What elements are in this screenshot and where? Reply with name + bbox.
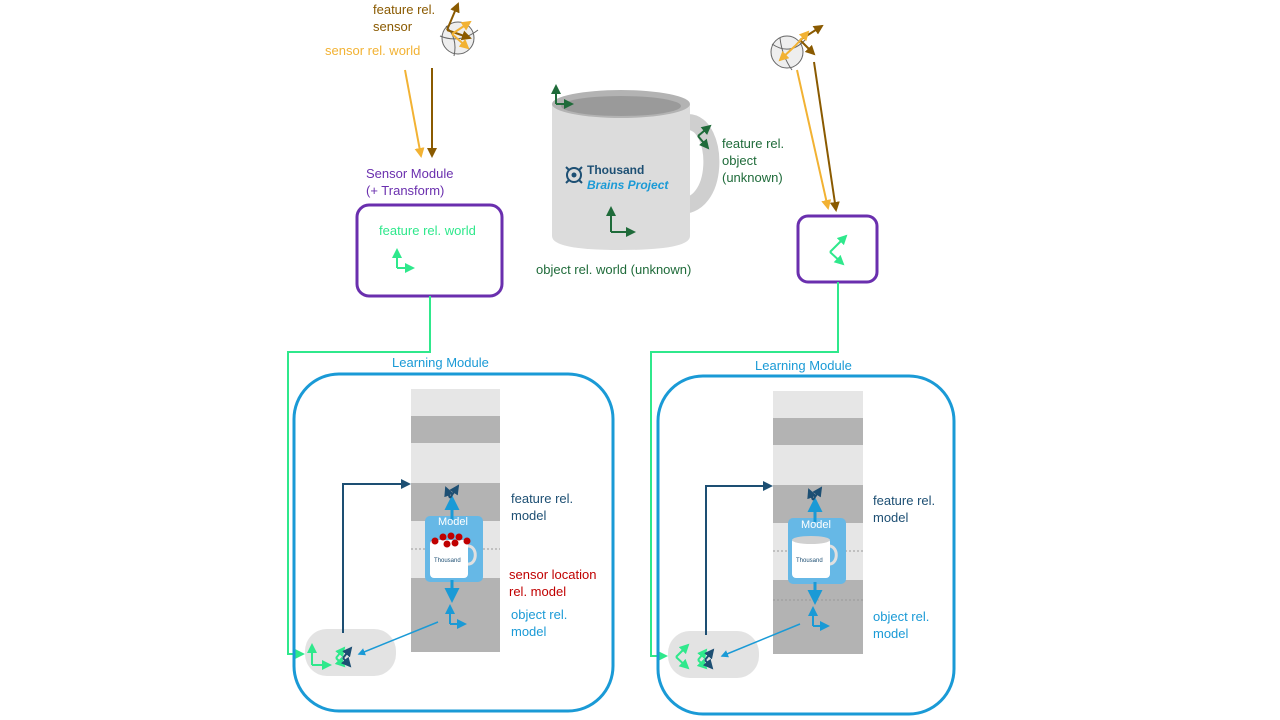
pill-to-column-connector-left <box>342 479 411 633</box>
object-rel-model-frame-left-icon <box>445 604 467 629</box>
tbp-logo-icon <box>565 166 583 184</box>
object-rel-world-label: object rel. world (unknown) <box>536 262 692 277</box>
pill-to-column-connector-right <box>705 481 773 635</box>
learning-module-left-title: Learning Module <box>392 355 489 370</box>
sensor-module-right-box <box>796 214 879 284</box>
object-rel-model-label-right: object rel. model <box>873 609 930 641</box>
sensor-module-left-box <box>355 203 504 298</box>
sensor-location-points <box>431 532 471 548</box>
sensor-location-rel-model-label: sensor location rel. model <box>509 567 597 599</box>
feature-rel-world-label: feature rel. world <box>379 223 476 238</box>
sm-to-lm-connector-right <box>650 282 839 661</box>
feature-rel-sensor-arrow-right <box>813 61 840 212</box>
learning-module-right-title: Learning Module <box>755 358 852 373</box>
model-mug-right-icon: Thousand <box>792 536 838 578</box>
sensor-globe-right <box>770 24 824 71</box>
svg-text:Thousand: Thousand <box>796 558 823 564</box>
pose-pill-left <box>305 629 396 676</box>
object-to-pill-arrow-left <box>357 621 439 656</box>
object-rel-model-label-left: object rel. model <box>511 607 568 639</box>
pill-frames-left-icon <box>307 643 353 670</box>
feature-rel-object-label: feature rel. object (unknown) <box>722 136 785 185</box>
feature-rel-model-frame-left-icon <box>444 484 460 499</box>
feature-rel-world-frame-icon <box>392 248 415 273</box>
mug-brand-line2: Brains Project <box>587 178 669 192</box>
feature-frame-right-icon <box>829 234 848 266</box>
sensor-rel-world-arrow-right <box>796 69 832 210</box>
pose-pill-right <box>668 631 759 678</box>
pill-frames-right-icon <box>675 643 715 670</box>
learning-module-right-box <box>656 374 956 716</box>
svg-text:Thousand: Thousand <box>434 558 461 564</box>
object-rel-world-frame-icon <box>606 206 636 237</box>
sensor-rel-world-arrow-left <box>404 69 425 158</box>
feature-rel-sensor-label-left: feature rel. sensor <box>373 2 436 34</box>
feature-rel-model-label-right: feature rel. model <box>873 493 936 525</box>
sm-to-lm-connector-left <box>287 296 431 659</box>
object-rel-model-frame-right-icon <box>808 606 830 631</box>
learning-module-left-box <box>292 372 615 713</box>
feature-rel-model-frame-right-icon <box>807 486 823 501</box>
sensor-globe-left <box>439 2 479 57</box>
feature-rel-model-label-left: feature rel. model <box>511 491 574 523</box>
object-to-pill-arrow-right <box>720 623 801 658</box>
model-label-left: Model <box>438 516 468 528</box>
mug-brand-line1: Thousand <box>587 163 644 177</box>
model-mug-left-icon: Thousand <box>430 540 477 578</box>
model-label-right: Model <box>801 519 831 531</box>
sensor-module-title: Sensor Module (+ Transform) <box>366 166 454 198</box>
mug-handle-frame-icon <box>697 124 712 150</box>
mug-illustration: Thousand Brains Project <box>552 90 720 250</box>
mug-rim-frame-icon <box>551 84 574 109</box>
sensor-rel-world-label-left: sensor rel. world <box>325 43 421 58</box>
